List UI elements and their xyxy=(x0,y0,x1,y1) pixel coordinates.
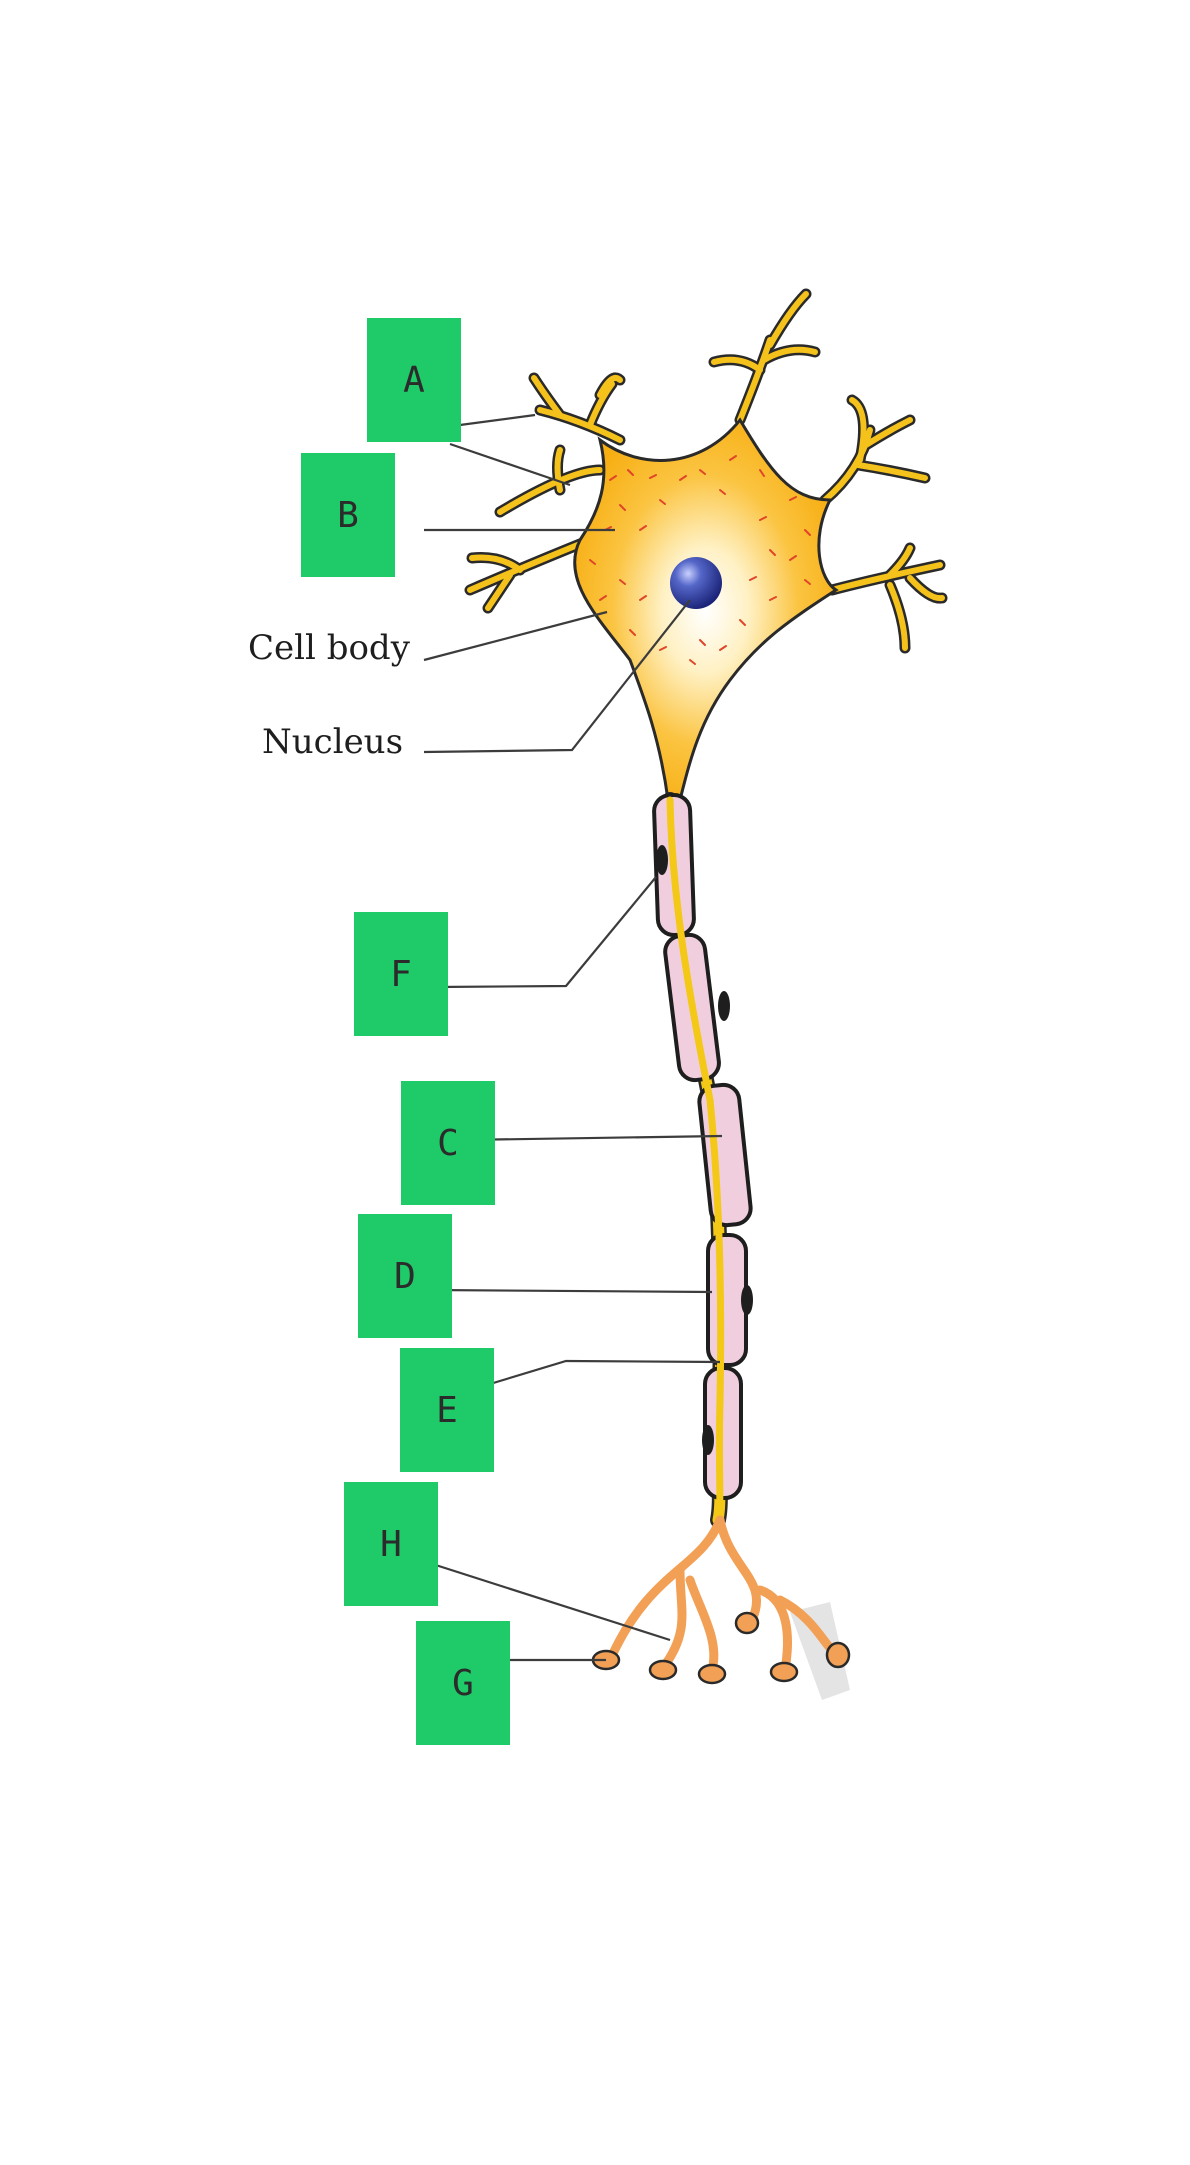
label-box-h-text: H xyxy=(380,1523,402,1565)
label-box-e-text: E xyxy=(436,1389,458,1431)
label-box-h[interactable]: H xyxy=(344,1482,438,1606)
myelin-sheath xyxy=(652,792,753,1500)
label-box-c[interactable]: C xyxy=(401,1081,495,1205)
leader-lines xyxy=(419,413,723,1662)
label-box-f-text: F xyxy=(390,953,412,995)
schwann-nuclei xyxy=(656,845,753,1455)
label-box-e[interactable]: E xyxy=(400,1348,494,1472)
cell-body-label: Cell body xyxy=(248,628,410,668)
label-box-a-text: A xyxy=(403,359,425,401)
label-box-a[interactable]: A xyxy=(367,318,461,442)
label-box-d-text: D xyxy=(394,1255,416,1297)
label-box-b[interactable]: B xyxy=(301,453,395,577)
nucleus-label: Nucleus xyxy=(262,722,404,762)
label-box-b-text: B xyxy=(337,494,359,536)
label-box-d[interactable]: D xyxy=(358,1214,452,1338)
nucleus-shape xyxy=(670,557,722,609)
nissl-granules xyxy=(589,455,811,665)
cell-body-shape xyxy=(573,417,839,802)
label-box-c-text: C xyxy=(437,1122,459,1164)
label-box-g-text: G xyxy=(452,1662,474,1704)
shadow xyxy=(790,1602,850,1700)
label-box-f[interactable]: F xyxy=(354,912,448,1036)
label-box-g[interactable]: G xyxy=(416,1621,510,1745)
